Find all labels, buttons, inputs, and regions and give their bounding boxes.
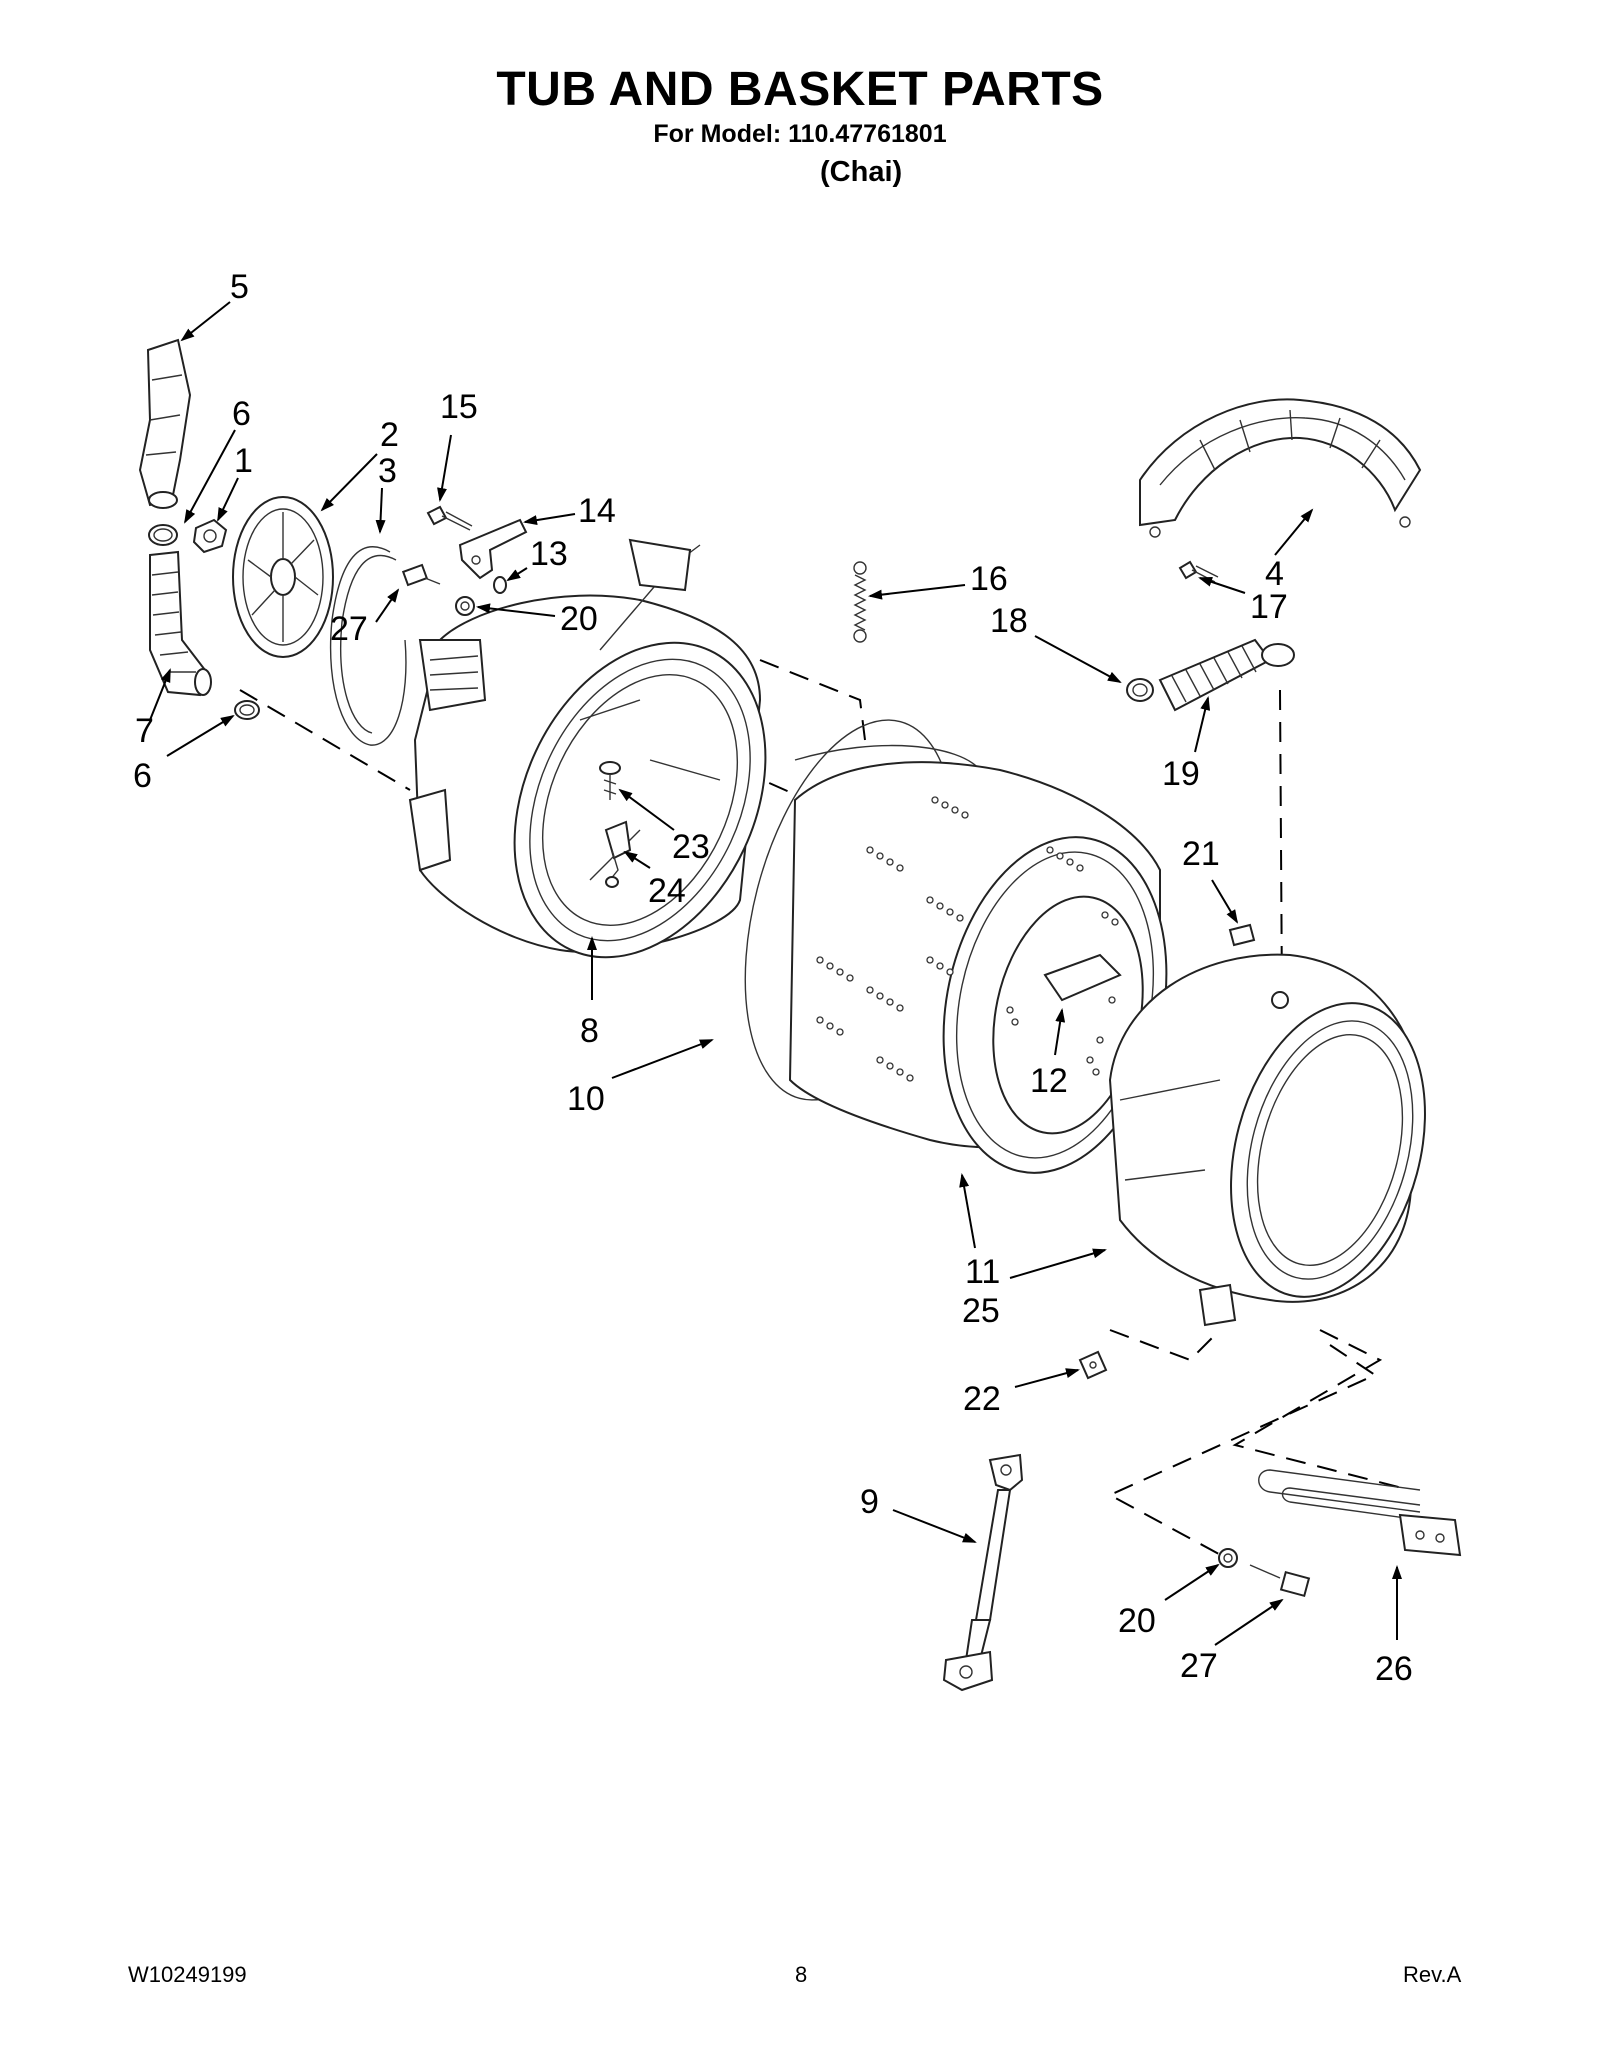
part-26-heater — [1258, 1469, 1462, 1557]
callout-10: 10 — [567, 1080, 605, 1118]
part-8-rear-tub — [408, 538, 767, 959]
basket-perforations — [816, 796, 1119, 1082]
part-11-basket-drum — [788, 761, 1168, 1174]
part-27-connector-top — [401, 563, 441, 587]
callout-11: 11 — [965, 1253, 1000, 1291]
leader-lines — [149, 301, 1402, 1646]
callout-3: 3 — [378, 452, 397, 490]
part-6-clamp-bottom — [234, 700, 260, 720]
part-13-oring — [493, 576, 507, 594]
callout-6-bottom: 6 — [133, 757, 152, 795]
page-title: TUB AND BASKET PARTS — [496, 63, 1104, 116]
model-subtitle: For Model: 110.47761801 — [653, 120, 947, 148]
callout-20-bottom: 20 — [1118, 1602, 1156, 1640]
part-24-clip — [604, 820, 632, 888]
page-number: 8 — [795, 1962, 808, 1987]
callout-13: 13 — [530, 535, 568, 573]
doc-number: W10249199 — [128, 1962, 247, 1987]
part-16-spring — [853, 561, 867, 643]
callout-5: 5 — [230, 268, 249, 306]
callout-20-top: 20 — [560, 600, 598, 638]
part-25-front-tub — [1108, 953, 1426, 1327]
part-23-screw — [599, 761, 621, 800]
part-27-connector-bottom — [1249, 1564, 1311, 1598]
callout-18: 18 — [990, 602, 1028, 640]
callout-12: 12 — [1030, 1062, 1068, 1100]
callout-15: 15 — [440, 388, 478, 426]
model-variant: (Chai) — [820, 156, 903, 188]
callout-27-top: 27 — [330, 610, 368, 648]
callout-19: 19 — [1162, 755, 1200, 793]
callout-1: 1 — [234, 442, 253, 480]
callout-9: 9 — [860, 1483, 879, 1521]
callout-16: 16 — [970, 560, 1008, 598]
part-1-nut — [192, 518, 228, 554]
part-14-bracket — [458, 518, 528, 580]
part-18-clamp — [1126, 678, 1154, 702]
revision: Rev.A — [1403, 1962, 1462, 1987]
part-19-bellows-hose — [1158, 638, 1295, 712]
part-3-belt — [329, 546, 407, 746]
callout-27-bottom: 27 — [1180, 1647, 1218, 1685]
part-20-grommet-bottom — [1218, 1548, 1238, 1568]
part-7-hose — [149, 550, 212, 697]
callout-14: 14 — [578, 492, 616, 530]
part-22-plate — [1078, 1350, 1108, 1380]
callout-labels: 5 6 1 2 3 15 14 13 20 27 7 6 16 18 19 4 … — [133, 268, 1413, 1688]
callout-6-top: 6 — [232, 395, 251, 433]
callout-24: 24 — [648, 872, 686, 910]
part-20-grommet-top — [455, 596, 475, 616]
part-17-screw — [1178, 560, 1219, 583]
callout-23: 23 — [672, 828, 710, 866]
part-9-shock-absorber — [942, 1453, 1024, 1692]
part-6-clamp-top — [148, 524, 178, 546]
part-4-top-cover — [1139, 398, 1422, 538]
callout-4: 4 — [1265, 555, 1284, 593]
part-15-screw — [426, 505, 473, 531]
callout-26: 26 — [1375, 1650, 1413, 1688]
part-21-clip — [1228, 923, 1256, 947]
callout-2: 2 — [380, 416, 399, 454]
callout-25: 25 — [962, 1292, 1000, 1330]
callout-21: 21 — [1182, 835, 1220, 873]
part-5-hose-fitting — [138, 338, 192, 509]
callout-17: 17 — [1250, 588, 1288, 626]
part-2-pulley — [232, 496, 334, 658]
callout-7: 7 — [135, 712, 154, 750]
callout-8: 8 — [580, 1012, 599, 1050]
callout-22: 22 — [963, 1380, 1001, 1418]
